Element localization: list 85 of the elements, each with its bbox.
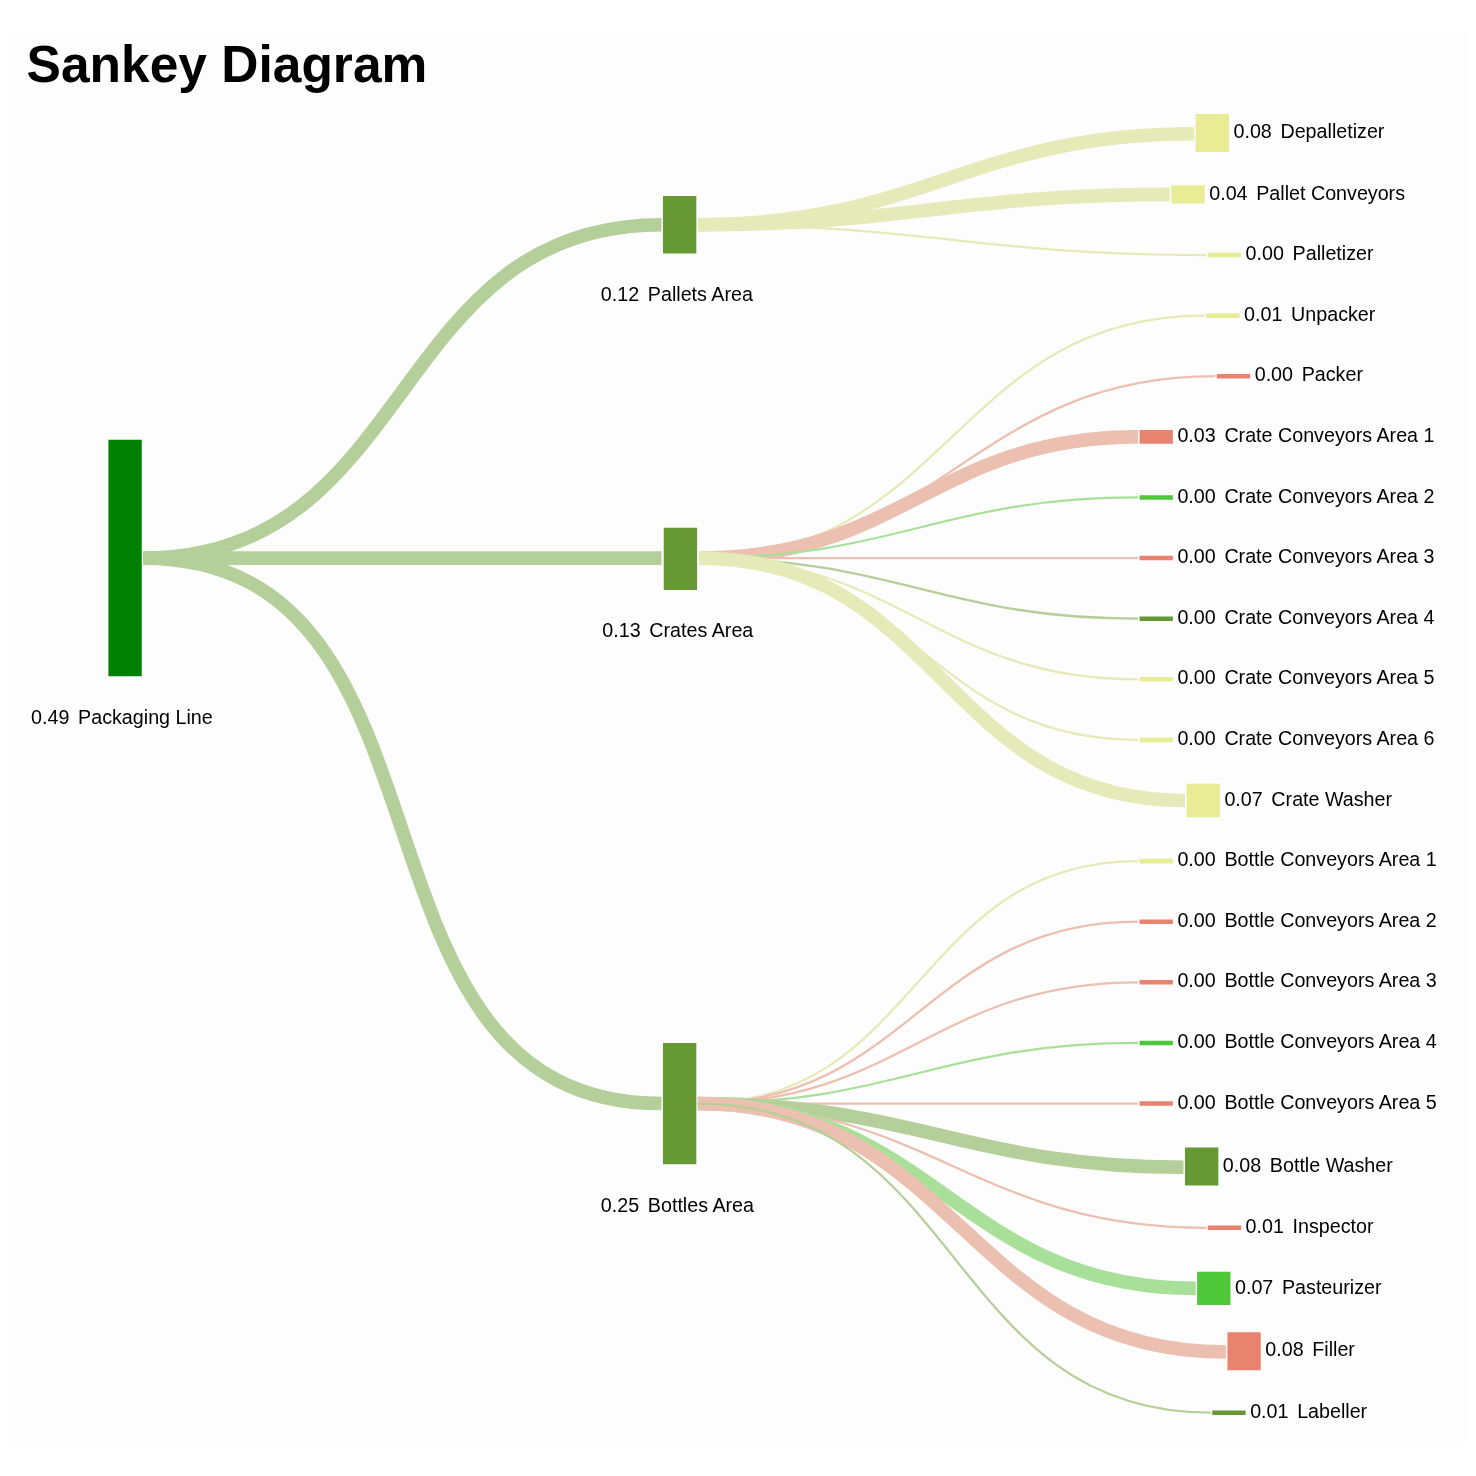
node-label: Crates Area — [649, 619, 754, 642]
node-label: 0.00 — [1254, 363, 1294, 386]
node-label: 0.00 — [1177, 848, 1216, 871]
node-label: 0.01 — [1245, 1214, 1284, 1237]
node-label: 0.08 — [1222, 1153, 1262, 1176]
node-label: Crate Conveyors Area 2 — [1224, 484, 1435, 507]
node-box — [1139, 555, 1173, 561]
node-box — [1139, 919, 1173, 924]
connector — [142, 551, 663, 1111]
node-label: Bottle Conveyors Area 4 — [1224, 1030, 1437, 1053]
node-label: Pasteurizer — [1281, 1275, 1382, 1298]
diagram-title: Sankey Diagram — [26, 34, 428, 93]
node-box — [1195, 114, 1229, 152]
node-label: 0.08 — [1265, 1338, 1304, 1361]
node-label: Crate Conveyors Area 6 — [1224, 727, 1435, 750]
node-label: 0.04 — [1209, 181, 1248, 204]
node-label: 0.49 — [31, 705, 70, 728]
node-label: 0.00 — [1177, 969, 1216, 992]
node-box — [663, 527, 698, 590]
node-label: Packer — [1301, 363, 1363, 386]
node-label: 0.00 — [1177, 908, 1216, 931]
node-label: Bottle Conveyors Area 1 — [1224, 848, 1437, 871]
node-box — [1171, 185, 1205, 204]
node-box — [1206, 313, 1240, 318]
node-label: 0.07 — [1235, 1275, 1274, 1298]
node-box — [1139, 616, 1173, 621]
node-label: 0.00 — [1177, 545, 1216, 568]
node-label: Depalletizer — [1280, 120, 1385, 143]
node-label: 0.00 — [1177, 1030, 1216, 1053]
node-label: Bottles Area — [647, 1193, 755, 1216]
node-box — [1186, 783, 1220, 818]
node-box — [1139, 495, 1173, 500]
node-box — [1185, 1147, 1219, 1186]
node-box — [1212, 1410, 1246, 1415]
node-box — [1197, 1271, 1231, 1306]
node-label: 0.01 — [1244, 302, 1283, 325]
node-label: Crate Washer — [1271, 787, 1393, 810]
node-label: 0.12 — [600, 283, 640, 306]
node-label: Palletizer — [1292, 242, 1374, 265]
node-label: Crate Conveyors Area 5 — [1224, 666, 1435, 689]
node-box — [1227, 1332, 1261, 1371]
node-box — [663, 1042, 697, 1165]
connector — [697, 1096, 1227, 1359]
node-box — [1139, 737, 1173, 743]
connector — [697, 1102, 1211, 1414]
node-label: 0.01 — [1250, 1399, 1289, 1422]
node-label: 0.13 — [602, 619, 641, 642]
node-label: 0.00 — [1177, 484, 1216, 507]
connector — [697, 223, 1207, 257]
node-box — [1207, 1225, 1242, 1231]
node-box — [1139, 1101, 1173, 1106]
node-label: Crate Conveyors Area 4 — [1224, 605, 1435, 628]
node-label: 0.00 — [1177, 1090, 1216, 1113]
node-label: 0.25 — [600, 1193, 640, 1216]
node-box — [1139, 858, 1173, 864]
node-label: Filler — [1312, 1338, 1355, 1361]
node-label: Unpacker — [1291, 302, 1376, 325]
node-box — [1216, 373, 1251, 379]
node-label: Crate Conveyors Area 1 — [1224, 424, 1435, 446]
node-box — [1207, 252, 1242, 258]
node-box — [663, 195, 697, 254]
node-label: Bottle Conveyors Area 3 — [1224, 969, 1437, 992]
node-label: 0.08 — [1233, 120, 1272, 143]
node-label: Bottle Washer — [1269, 1153, 1393, 1176]
node-box — [1139, 677, 1173, 682]
node-label: Inspector — [1292, 1214, 1374, 1237]
node-label: Labeller — [1297, 1399, 1368, 1422]
node-box — [1139, 1040, 1173, 1046]
node-box — [1139, 980, 1173, 985]
connector — [697, 187, 1170, 232]
node-label: Crate Conveyors Area 3 — [1224, 545, 1435, 568]
node-label: Bottle Conveyors Area 5 — [1224, 1090, 1437, 1113]
node-label: Bottle Conveyors Area 2 — [1224, 908, 1437, 931]
node-label: 0.00 — [1245, 242, 1284, 265]
node-label: Pallets Area — [647, 283, 753, 306]
node-label: Packaging Line — [78, 705, 213, 728]
node-label: 0.07 — [1224, 787, 1263, 810]
node-label: 0.00 — [1177, 605, 1216, 628]
node-label: 0.03 — [1177, 424, 1216, 446]
node-box — [1139, 430, 1173, 444]
connector — [697, 126, 1195, 232]
node-label: Pallet Conveyors — [1256, 181, 1406, 204]
node-label: 0.00 — [1177, 727, 1216, 750]
node-label: 0.00 — [1177, 666, 1216, 689]
node-box — [108, 439, 142, 677]
